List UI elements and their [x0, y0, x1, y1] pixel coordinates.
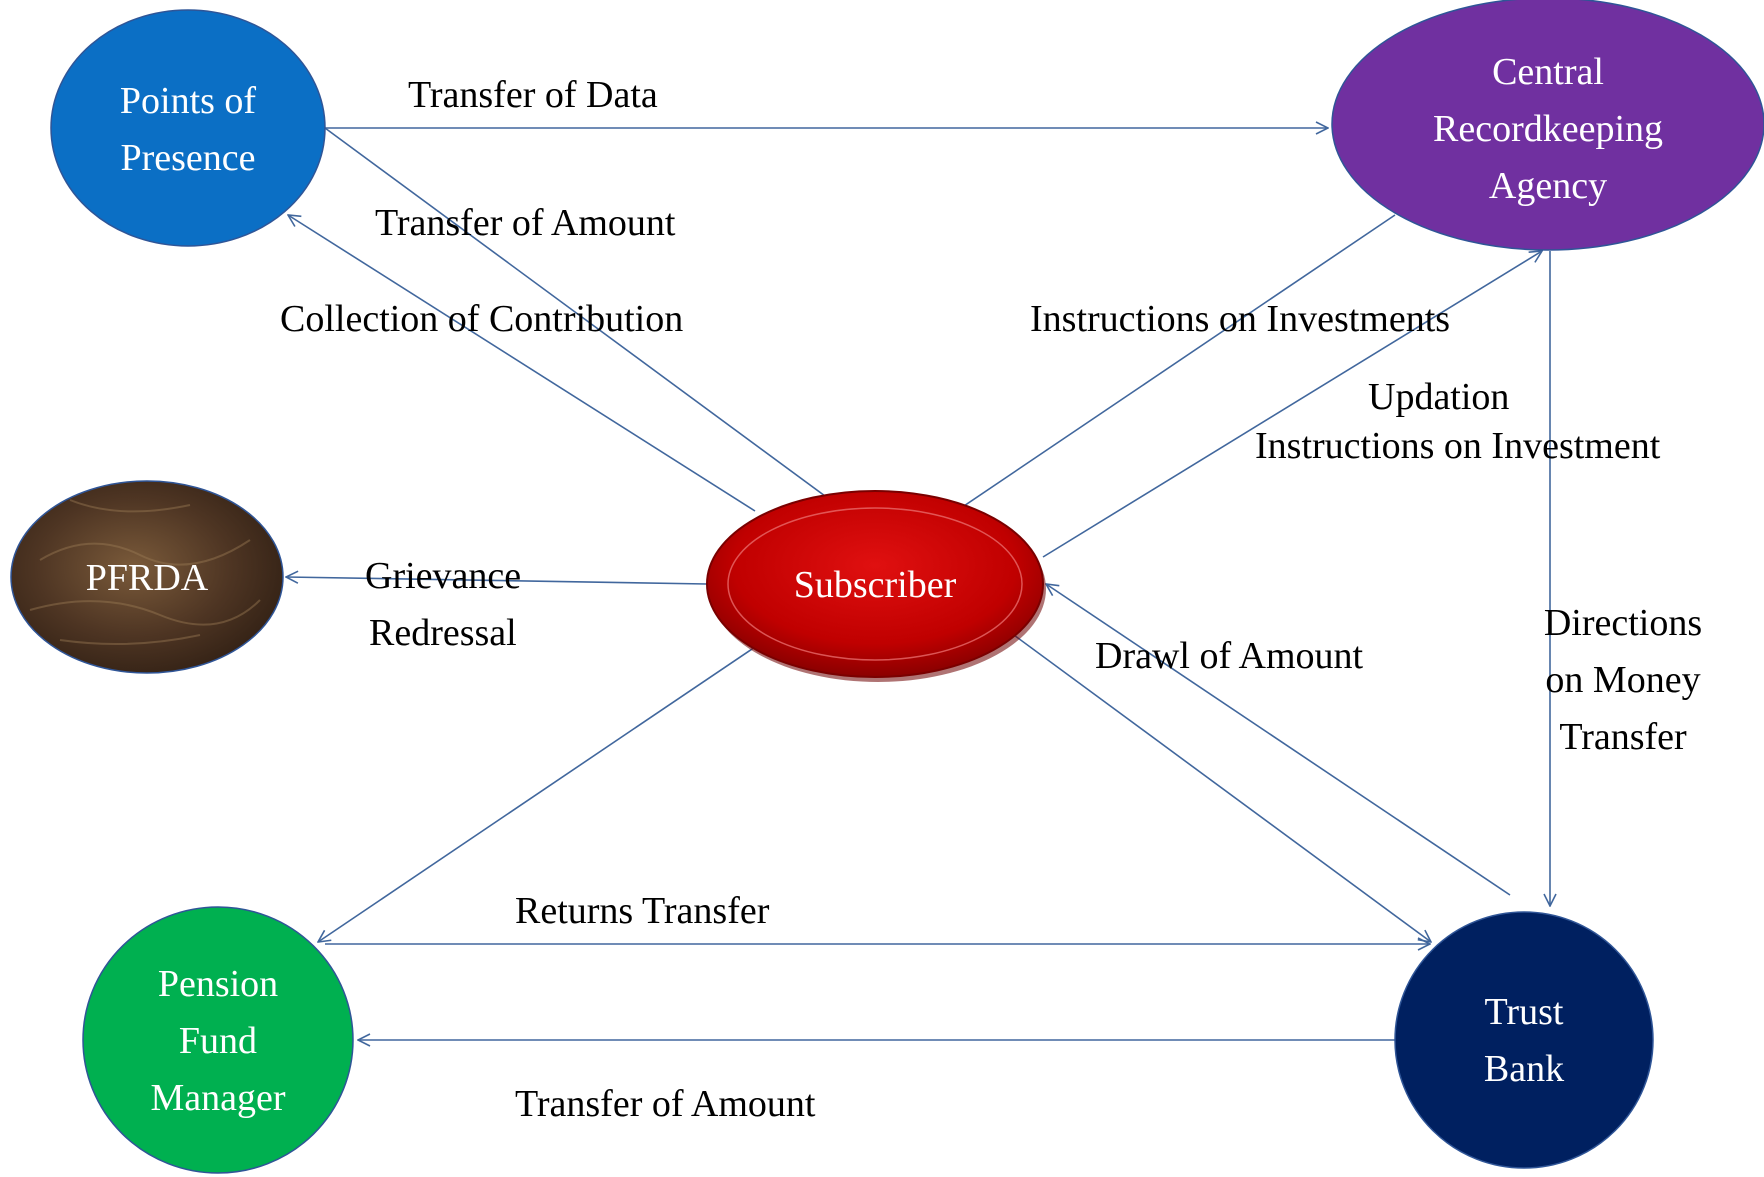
arrow-subscriber-to-pfrda — [286, 577, 708, 585]
pfrda-label: PFRDA — [86, 557, 209, 599]
cra-label-1: Central — [1492, 51, 1604, 93]
node-trust-bank: Trust Bank — [1394, 911, 1654, 1169]
cra-label-3: Agency — [1489, 165, 1607, 207]
label-returns-transfer: Returns Transfer — [515, 890, 770, 932]
label-updation: Updation — [1368, 376, 1509, 418]
label-directions-2: on Money — [1545, 659, 1700, 701]
subscriber-inner-ring — [727, 507, 1023, 661]
cra-label-2: Recordkeeping — [1433, 108, 1663, 150]
node-subscriber: Subscriber — [706, 490, 1046, 682]
points-of-presence-shape — [50, 9, 326, 247]
trust-bank-shape — [1394, 911, 1654, 1169]
label-instructions-on-investments: Instructions on Investments — [1030, 298, 1450, 340]
points-of-presence-label-1: Points of — [120, 80, 257, 122]
pfm-label-2: Fund — [179, 1020, 257, 1062]
pension-fund-manager-shape — [82, 906, 354, 1174]
trust-bank-label-1: Trust — [1485, 991, 1564, 1033]
pfrda-shape — [10, 480, 284, 674]
label-directions-3: Transfer — [1559, 716, 1687, 758]
arrow-subscriber-to-pop — [288, 215, 756, 512]
label-transfer-of-amount-top: Transfer of Amount — [375, 202, 676, 244]
subscriber-label: Subscriber — [794, 564, 957, 606]
label-transfer-of-data: Transfer of Data — [408, 74, 658, 116]
node-pension-fund-manager: Pension Fund Manager — [82, 906, 354, 1174]
subscriber-shape — [706, 490, 1044, 678]
label-directions-1: Directions — [1544, 602, 1702, 644]
node-pfrda: PFRDA — [10, 480, 284, 674]
label-collection-of-contribution: Collection of Contribution — [280, 298, 683, 340]
node-points-of-presence: Points of Presence — [50, 9, 326, 247]
arrow-trust-bank-to-subscriber — [1046, 584, 1511, 896]
pfm-label-3: Manager — [150, 1077, 285, 1119]
node-central-recordkeeping-agency: Central Recordkeeping Agency — [1331, 0, 1764, 251]
label-transfer-of-amount-bottom: Transfer of Amount — [515, 1083, 816, 1125]
label-drawl-of-amount: Drawl of Amount — [1095, 635, 1364, 677]
label-instructions-on-investment: Instructions on Investment — [1255, 425, 1661, 467]
arrow-subscriber-to-cra — [1042, 251, 1542, 558]
pfm-label-1: Pension — [158, 963, 278, 1005]
points-of-presence-label-2: Presence — [120, 137, 255, 179]
edge-labels: Transfer of Data Transfer of Amount Coll… — [280, 74, 1702, 1125]
label-redressal: Redressal — [369, 612, 517, 654]
edges — [286, 128, 1550, 1040]
label-grievance: Grievance — [365, 555, 521, 597]
trust-bank-label-2: Bank — [1484, 1048, 1564, 1090]
pfrda-texture — [29, 499, 261, 645]
central-recordkeeping-shape — [1331, 0, 1764, 251]
